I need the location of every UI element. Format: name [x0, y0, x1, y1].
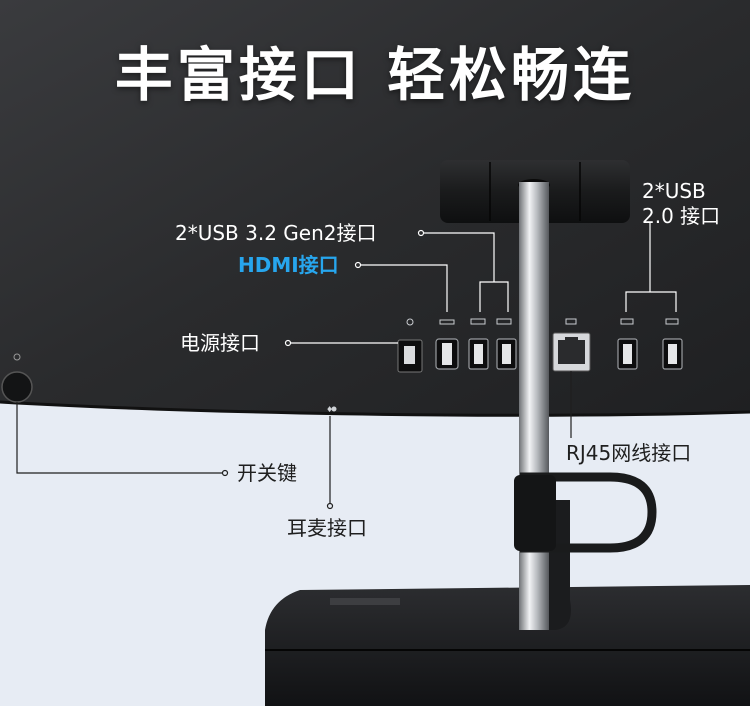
headset-port[interactable] — [331, 406, 337, 412]
cable-clip-mount — [514, 475, 556, 551]
power-leader-dot — [284, 339, 292, 347]
power-button-leader-dot — [221, 469, 229, 477]
hdmi-port-inner — [442, 343, 452, 365]
rj45-label: RJ45网线接口 — [566, 441, 692, 465]
usb32-port-2-inner — [502, 344, 511, 364]
usb32-label: 2*USB 3.2 Gen2接口 — [175, 221, 377, 245]
power-indicator-icon — [13, 353, 21, 361]
usb32-icon-1 — [470, 318, 486, 325]
usb32-port-1-inner — [474, 344, 483, 364]
panel-edge — [0, 400, 750, 417]
headset-icon: ♦ — [326, 405, 333, 414]
hdmi-leader — [361, 264, 448, 312]
headset-label: 耳麦接口 — [287, 516, 367, 540]
usb20-icon-2 — [665, 318, 679, 325]
power-port-label: 电源接口 — [180, 331, 260, 355]
base-logo-plate — [330, 598, 400, 605]
headset-leader-dot — [326, 502, 334, 510]
usb32-icon-2 — [496, 318, 512, 325]
power-port-icon — [406, 318, 414, 326]
monitor-rear-panel — [0, 0, 750, 416]
power-button-label: 开关键 — [237, 461, 297, 485]
power-button[interactable] — [1, 371, 33, 403]
power-port-inner — [404, 346, 415, 364]
usb20-label-line2: 2.0 接口 — [642, 204, 721, 228]
hdmi-label: HDMI接口 — [238, 253, 339, 277]
hdmi-leader-dot — [354, 261, 362, 269]
usb20-icon-1 — [620, 318, 634, 325]
leader-lines-light — [284, 222, 677, 347]
lan-icon — [565, 318, 577, 325]
usb20-port-2-inner — [668, 344, 677, 364]
hdmi-port-icon — [439, 319, 455, 325]
power-button-leader — [16, 402, 222, 474]
stand-pole — [519, 182, 549, 630]
headline: 丰富接口 轻松畅连 — [114, 41, 636, 109]
rj45-port-inner — [558, 340, 585, 364]
usb32-bracket — [479, 281, 509, 312]
usb32-leader-dot — [417, 229, 425, 237]
usb20-port-1-inner — [623, 344, 632, 364]
leader-lines-dark — [16, 371, 572, 510]
rj45-port-tab — [565, 337, 578, 342]
port-icons — [406, 318, 679, 326]
usb20-label-line1: 2*USB — [642, 179, 706, 203]
usb32-leader — [424, 232, 495, 282]
usb20-bracket — [625, 291, 677, 312]
cable-clip — [520, 472, 657, 553]
stand-base — [265, 585, 750, 706]
